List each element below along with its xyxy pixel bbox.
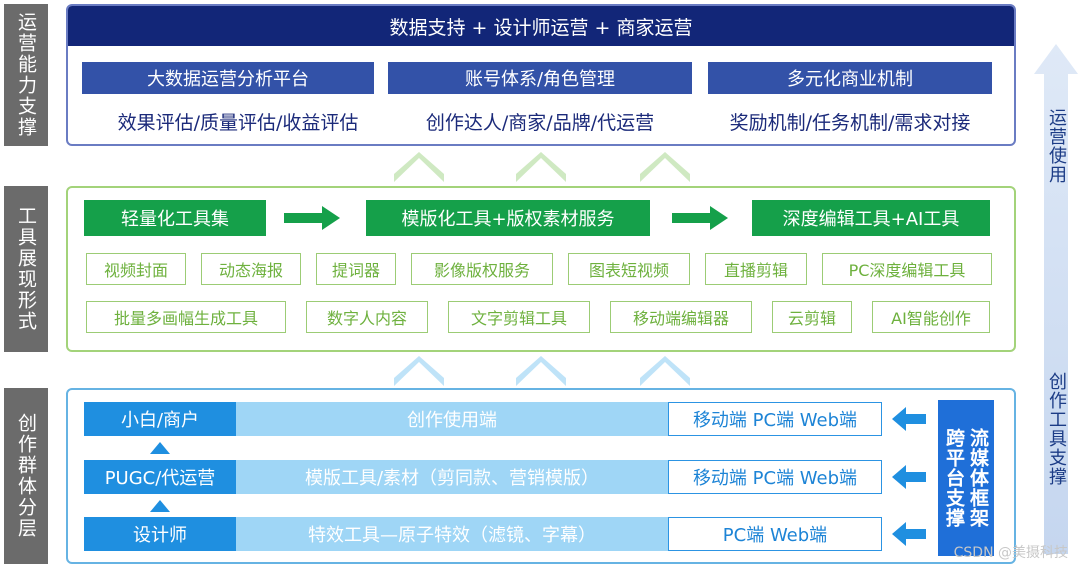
creator-groups-section — [66, 388, 1016, 564]
tool-item: 影像版权服务 — [411, 253, 553, 285]
triangle-up-icon — [150, 442, 170, 454]
tool-item: 云剪辑 — [772, 301, 852, 333]
arrow-left-icon — [892, 465, 926, 489]
watermark: CSDN @美摄科技 — [953, 545, 1068, 561]
tool-forms-section — [66, 186, 1016, 352]
arrow-left-icon — [892, 407, 926, 431]
side-label-ops: 运营能力支撑 — [4, 4, 48, 146]
arrow-right-icon — [672, 206, 728, 230]
group-label-designer: 设计师 — [84, 517, 236, 551]
group-label-novice: 小白/商户 — [84, 402, 236, 436]
side-label-groups: 创作群体分层 — [4, 388, 48, 564]
group-band-designer: 特效工具—原子特效（滤镜、字幕） — [236, 517, 668, 551]
tool-item: 图表短视频 — [568, 253, 690, 285]
arrow-left-icon — [892, 522, 926, 546]
tool-item: AI智能创作 — [872, 301, 990, 333]
arrow-right-icon — [284, 206, 340, 230]
stream-text-cross-platform: 跨平台支撑 — [943, 428, 965, 528]
stage-lightweight: 轻量化工具集 — [84, 200, 266, 236]
side-label-tools-text: 工具展现形式 — [15, 206, 37, 332]
group-label-pugc: PUGC/代运营 — [84, 460, 236, 494]
streaming-framework-box: 跨平台支撑 流媒体框架 — [938, 400, 994, 556]
tool-item: 批量多画幅生成工具 — [86, 301, 286, 333]
group-band-novice: 创作使用端 — [236, 402, 668, 436]
chevron-up-icon — [516, 152, 566, 182]
stream-text-framework: 流媒体框架 — [967, 428, 989, 528]
ops-support-section — [66, 4, 1016, 146]
chevron-up-icon — [516, 356, 566, 386]
ops-sub-commerce: 奖励机制/任务机制/需求对接 — [729, 111, 971, 134]
ops-sub-bigdata: 效果评估/质量评估/收益评估 — [117, 111, 359, 134]
ops-head-account: 账号体系/角色管理 — [388, 62, 692, 94]
tool-item: 数字人内容 — [306, 301, 428, 333]
ops-sub-account: 创作达人/商家/品牌/代运营 — [425, 111, 655, 134]
group-platforms-novice: 移动端 PC端 Web端 — [668, 402, 882, 436]
tool-item: PC深度编辑工具 — [822, 253, 992, 285]
group-band-pugc: 模版工具/素材（剪同款、营销模版） — [236, 460, 668, 494]
tool-item: 直播剪辑 — [705, 253, 807, 285]
group-platforms-designer: PC端 Web端 — [668, 517, 882, 551]
side-label-groups-text: 创作群体分层 — [15, 413, 37, 539]
tool-item: 动态海报 — [201, 253, 301, 285]
triangle-up-icon — [150, 500, 170, 512]
ops-head-commerce: 多元化商业机制 — [708, 62, 992, 94]
stage-template: 模版化工具+版权素材服务 — [366, 200, 650, 236]
ops-head-bigdata: 大数据运营分析平台 — [82, 62, 374, 94]
chevron-up-icon — [640, 356, 690, 386]
tool-item: 移动端编辑器 — [610, 301, 752, 333]
right-label-tool-support: 创作工具支撑 — [1046, 372, 1067, 486]
side-label-ops-text: 运营能力支撑 — [15, 12, 37, 138]
tool-item: 文字剪辑工具 — [448, 301, 590, 333]
stage-deep-edit: 深度编辑工具+AI工具 — [752, 200, 990, 236]
chevron-up-icon — [394, 356, 444, 386]
right-label-ops-usage: 运营使用 — [1046, 108, 1067, 184]
ops-banner: 数据支持 + 设计师运营 + 商家运营 — [68, 6, 1014, 46]
tool-item: 视频封面 — [86, 253, 186, 285]
chevron-up-icon — [394, 152, 444, 182]
tool-item: 提词器 — [316, 253, 396, 285]
side-label-tools: 工具展现形式 — [4, 186, 48, 352]
arrow-up-icon — [1034, 44, 1078, 554]
group-platforms-pugc: 移动端 PC端 Web端 — [668, 460, 882, 494]
chevron-up-icon — [640, 152, 690, 182]
